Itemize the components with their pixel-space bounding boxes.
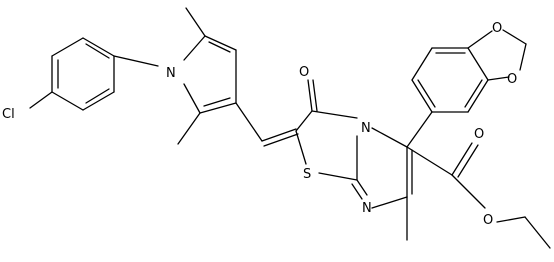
- ester-carbonyl-b: [457, 144, 479, 178]
- bond-aryl-n: [113, 55, 159, 67]
- methyl-pyrrole-top: [185, 7, 206, 37]
- ethyl-bond-1: [496, 216, 526, 223]
- ester-ether-o-label: O: [483, 213, 493, 228]
- pyrrole-ring: [183, 35, 237, 114]
- ketone-bond-b: [312, 79, 318, 112]
- ester-carbonyl-a: [451, 142, 473, 176]
- dioxole-o2-label: O: [507, 72, 517, 87]
- exocyclic-double-bond-b: [263, 133, 299, 147]
- cl-atom-label: Cl: [2, 107, 15, 122]
- sulfur-label: S: [303, 167, 311, 182]
- ring-n-label: N: [362, 201, 372, 216]
- bond-pyrrole-ch: [235, 102, 263, 142]
- ethyl-bond-2: [524, 216, 551, 249]
- chlorophenyl-ring: [51, 37, 115, 111]
- bond-ring-ester: [406, 146, 453, 176]
- dioxole-ring: [467, 29, 527, 81]
- pyrimidine-ring: [351, 127, 413, 209]
- methyl-pyrrole-bottom: [177, 112, 201, 145]
- thiazole-ring: [295, 110, 358, 181]
- ketone-bond-a: [307, 79, 313, 112]
- bond-to-benzodioxole: [406, 111, 433, 148]
- ketone-o-label: O: [299, 65, 309, 80]
- dioxole-o1-label: O: [492, 21, 502, 36]
- ester-single-bond: [451, 174, 486, 209]
- bond-c-cl: [29, 91, 53, 109]
- benzodioxole-benzene: [411, 47, 489, 113]
- ester-carbonyl-o-label: O: [474, 127, 484, 142]
- exocyclic-double-bond-a: [261, 128, 297, 142]
- pyrrole-n-label: N: [166, 66, 176, 81]
- bridge-n-label: N: [361, 121, 371, 136]
